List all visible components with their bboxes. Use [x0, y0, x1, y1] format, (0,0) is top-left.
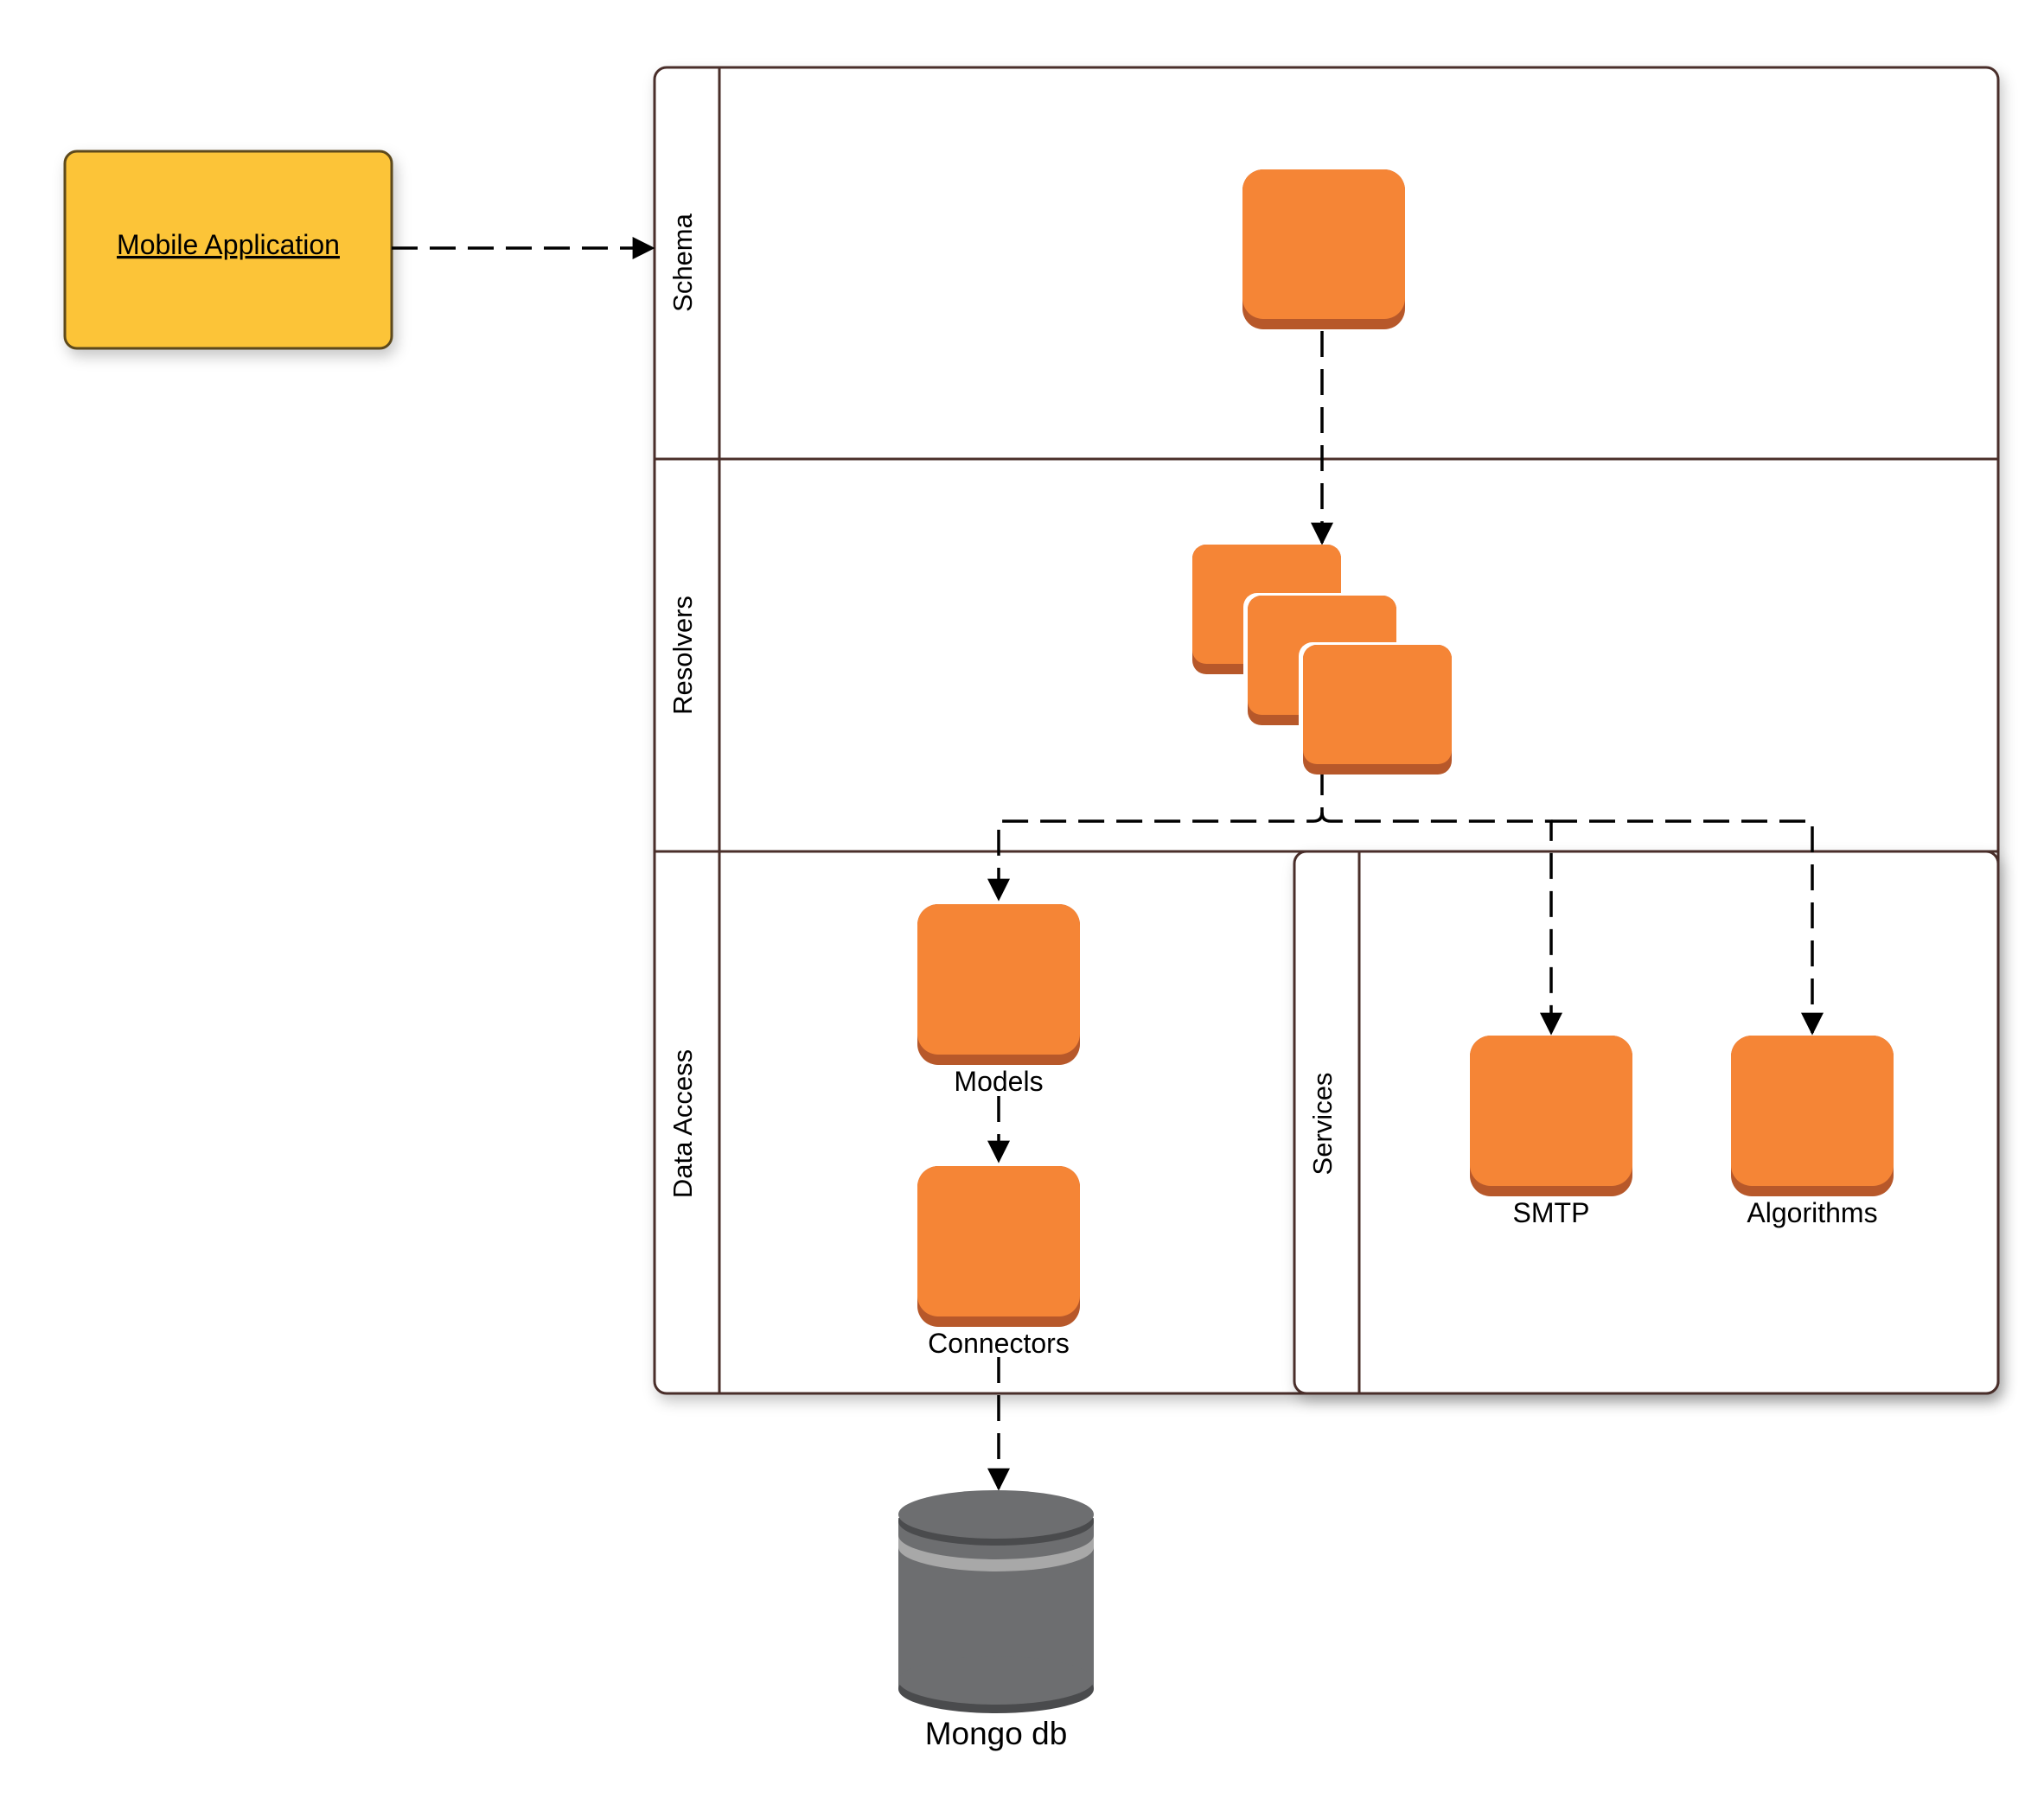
smtp-label: SMTP	[1513, 1197, 1590, 1228]
lane-label-data-access: Data Access	[667, 1049, 698, 1198]
lane-label-services: Services	[1307, 1073, 1338, 1176]
models-node-icon	[917, 904, 1080, 1065]
algorithms-node[interactable]: Algorithms	[1731, 1036, 1894, 1228]
edges	[392, 237, 1824, 1491]
edge-resolvers-to-smtp	[1320, 812, 1562, 1036]
models-node[interactable]: Models	[917, 904, 1080, 1097]
edge-resolvers-to-algorithms	[1551, 819, 1824, 1036]
algorithms-node-icon	[1731, 1036, 1894, 1196]
mongo-db-node[interactable]: Mongo db	[898, 1490, 1094, 1751]
resolvers-stack-icon[interactable]	[1192, 545, 1452, 775]
lane-label-resolvers: Resolvers	[667, 596, 698, 715]
mobile-app-box[interactable]: Mobile Application	[63, 150, 393, 350]
smtp-node-icon	[1470, 1036, 1632, 1196]
smtp-node[interactable]: SMTP	[1470, 1036, 1632, 1228]
connectors-label: Connectors	[928, 1328, 1070, 1359]
mobile-app-label: Mobile Application	[117, 229, 340, 260]
models-label: Models	[954, 1066, 1043, 1097]
connectors-node-icon	[917, 1166, 1080, 1327]
services-lane-frame	[1293, 850, 2000, 1395]
algorithms-label: Algorithms	[1747, 1197, 1877, 1228]
connectors-node[interactable]: Connectors	[917, 1166, 1080, 1359]
schema-node-icon[interactable]	[1242, 169, 1405, 329]
database-cylinder-icon	[898, 1490, 1094, 1713]
mongo-db-label: Mongo db	[925, 1716, 1068, 1751]
lane-label-schema: Schema	[667, 213, 698, 311]
